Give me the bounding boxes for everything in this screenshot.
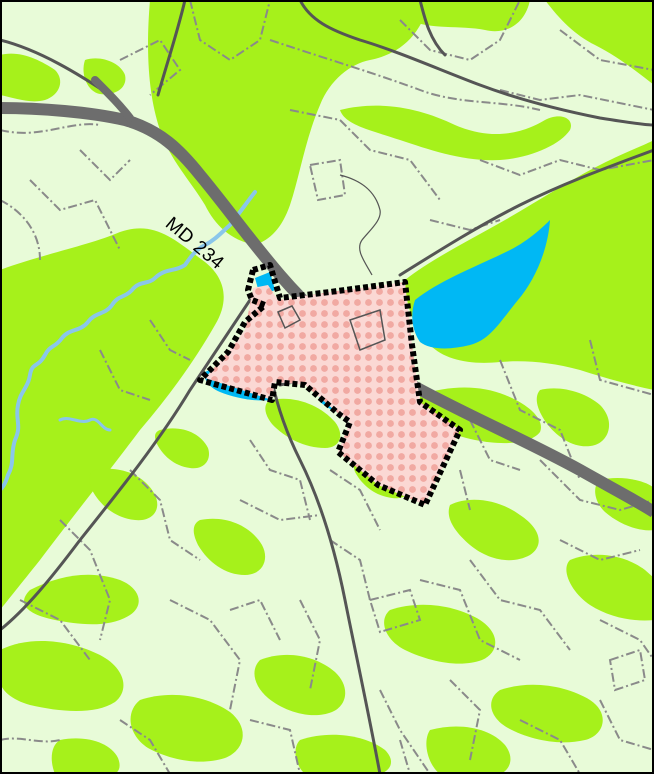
wooded-area-lower-9 [566, 554, 654, 621]
growth-area-boundary [197, 262, 463, 508]
road-south [268, 368, 382, 774]
wooded-area-lower-12 [155, 428, 210, 469]
wooded-area-left [0, 228, 224, 610]
wooded-area-top-right-2 [545, 0, 654, 85]
wooded-area-top-left [0, 53, 61, 102]
drive-line [339, 174, 381, 276]
growth-area [205, 282, 460, 505]
wooded-area-right-edge [536, 388, 610, 447]
wooded-area-lower-10 [295, 734, 392, 774]
wooded-area-lower-7 [384, 604, 496, 664]
road-northeast [298, 0, 654, 127]
wooded-area-lower-8 [491, 684, 603, 743]
stream-branch [58, 417, 112, 432]
road-east [398, 148, 654, 277]
wooded-area-lower-1 [24, 574, 139, 625]
inner-lot-line-2 [349, 309, 386, 351]
stream [0, 190, 257, 492]
road-north [156, 0, 187, 97]
wooded-area-lower-11 [426, 726, 511, 774]
wooded-area-upper-center [148, 0, 430, 245]
wooded-area-top-right [400, 0, 530, 32]
wooded-area-lower-13 [265, 398, 341, 448]
wooded-area-lower-16 [51, 738, 120, 774]
wooded-area-lower-3 [130, 694, 243, 762]
highway-md-234-ramp [91, 76, 134, 122]
wooded-area-lower-4 [254, 654, 346, 716]
wooded-area-lower-2 [0, 640, 124, 711]
wooded-area-lower-5 [193, 518, 266, 575]
road-southwest [0, 298, 252, 632]
water-body-pond-right [412, 220, 550, 349]
wooded-area-top-band [340, 105, 571, 161]
inner-lot-line [277, 305, 302, 330]
road-top-right-link [418, 0, 447, 57]
wooded-area-lower-right-band [448, 499, 539, 561]
